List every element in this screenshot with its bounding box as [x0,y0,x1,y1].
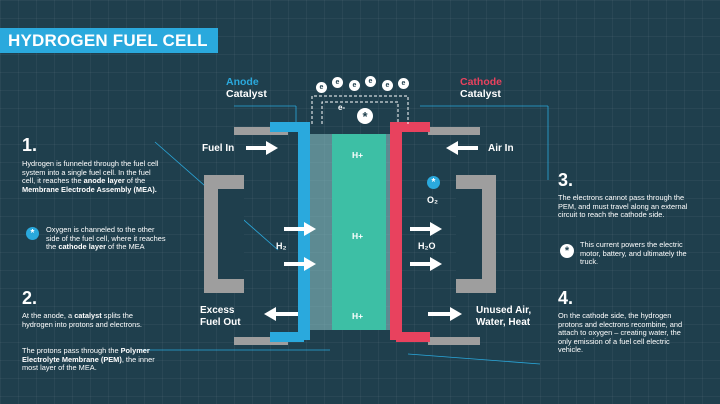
fuel-in-arrow-icon [246,141,278,155]
anode-heading: Anode [226,76,259,88]
step-4-number: 4. [558,288,574,308]
step-2-text: At the anode, a catalyst splits the hydr… [22,311,142,329]
cathode-gap [386,134,390,330]
step-2-number: 2. [22,288,38,308]
step-2-text-2: The protons pass through the Polymer Ele… [22,346,155,373]
cathode-heading: Cathode [460,76,502,88]
step4-guide-line [407,353,541,365]
anode-top-cap [270,122,304,132]
electron-icon: e [365,76,376,87]
h2o-arrow-icon-2 [410,257,442,271]
cathode-bottom-cap [396,332,430,342]
excess-fuel-label-line2: Fuel Out [200,317,241,328]
electron-icon: e [316,82,327,93]
flow-arrows [246,141,478,321]
step-3-number: 3. [558,170,574,190]
anode-subheading: Catalyst [226,88,267,100]
cathode-top-cap [396,122,430,132]
external-circuit [311,95,409,124]
title-text: HYDROGEN FUEL CELL [8,30,208,50]
excess-fuel-label-line1: Excess [200,305,235,316]
step-1-text: Hydrogen is funneled through the fuel ce… [22,159,159,194]
fuel-in-label: Fuel In [202,143,235,154]
proton-label: H+ [352,150,364,160]
oxygen-note-asterisk-icon: * [26,227,39,240]
proton-label: H+ [352,311,364,321]
unused-air-arrow-icon [428,307,462,321]
step-3-text: The electrons cannot pass through the PE… [558,193,688,220]
anode-gap [310,134,332,330]
cathode-subheading: Catalyst [460,88,501,100]
electron-icon: e [332,77,343,88]
step-1-number: 1. [22,135,38,155]
excess-fuel-arrow-icon [264,307,298,321]
h2o-label: H₂O [418,241,436,251]
page-title: HYDROGEN FUEL CELL [0,28,218,53]
unused-air-label-line1: Unused Air, [476,305,532,316]
air-in-label: Air In [488,143,514,154]
anode-flow-plate [204,127,288,345]
electron-icon: e [382,80,393,91]
anode-bottom-cap [270,332,304,342]
electron-label: e- [338,103,346,112]
cathode-flow-plate [428,127,496,345]
oxygen-asterisk-icon: * [427,176,440,189]
step-3-note: This current powers the electric motor, … [580,240,687,267]
pem-membrane [332,134,386,330]
h2-label: H₂ [276,241,287,251]
h2-arrow-icon-1 [284,222,316,236]
electron-icon: e [398,78,409,89]
unused-air-label-line2: Water, Heat [476,317,531,328]
step-4-text: On the cathode side, the hydrogen proton… [558,311,683,355]
h2-arrow-icon-2 [284,257,316,271]
proton-label: H+ [352,231,364,241]
o2-label: O₂ [427,195,438,205]
asterisk-icon: * [357,108,373,124]
cathode-layer [390,122,402,340]
air-in-arrow-icon [446,141,478,155]
current-note-asterisk-icon: * [560,244,574,258]
electron-icon: e [349,80,360,91]
step-1-note: Oxygen is channeled to the other side of… [46,225,166,252]
h2o-arrow-icon-1 [410,222,442,236]
